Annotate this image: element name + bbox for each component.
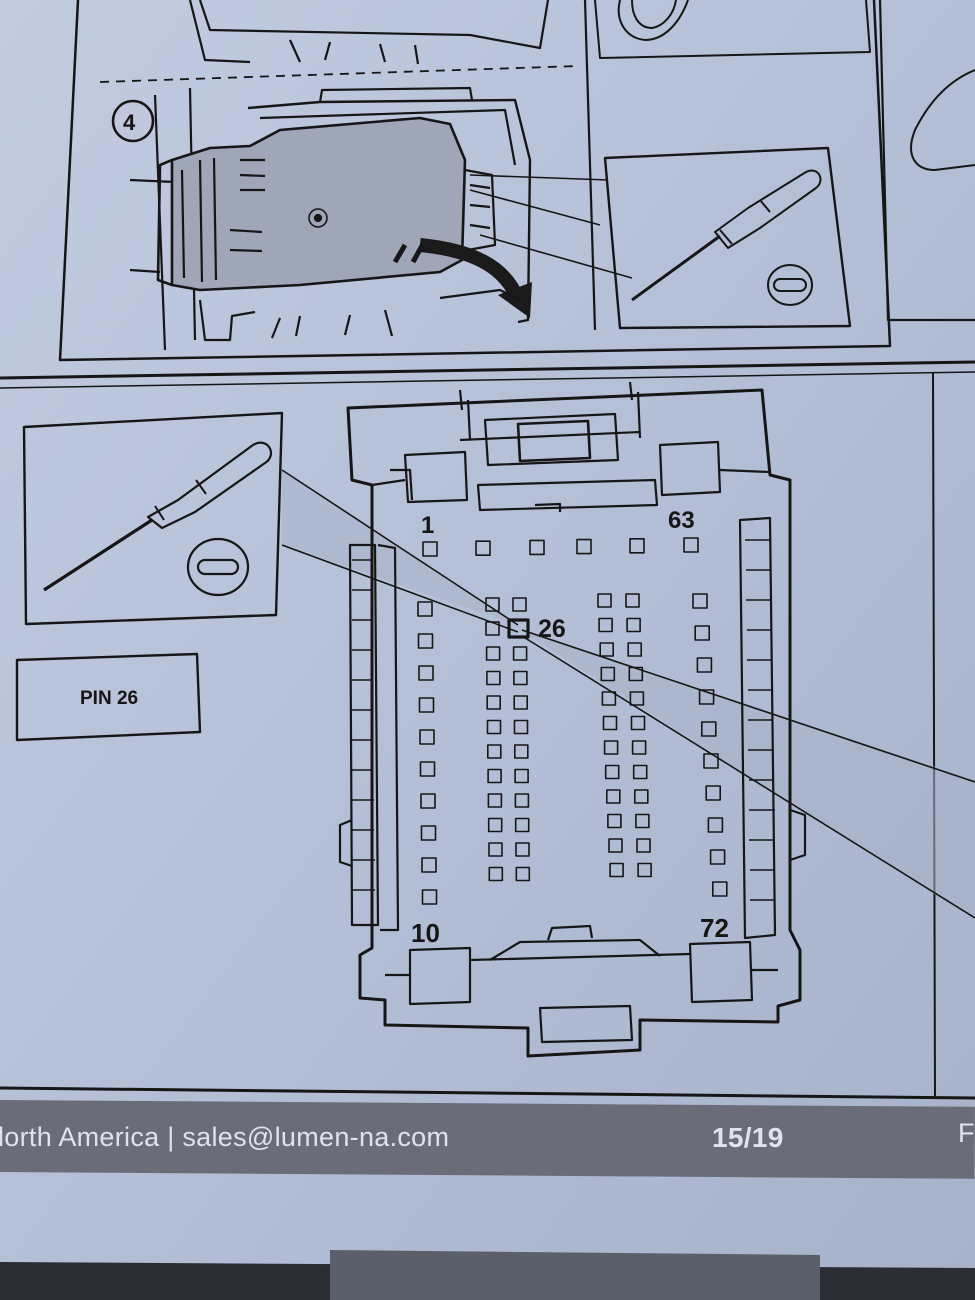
connector-pin-center-left [513, 695, 529, 710]
connector-pin-right [705, 785, 722, 801]
connector-pin-center-right [631, 740, 647, 755]
footer-contact: lorth America | sales@lumen-na.com [0, 1122, 450, 1152]
pin26-label: PIN 26 [80, 688, 138, 709]
pinout-panel [0, 371, 975, 1100]
footer-edge-letter: F [958, 1118, 975, 1148]
connector-pin-center-left [515, 842, 530, 857]
connector-pin-center-left [488, 842, 503, 857]
connector-pin-center-right [605, 789, 621, 804]
connector-pin-center-right [635, 813, 650, 829]
connector-pin-center-right [608, 838, 623, 853]
step-4-panel [58, 0, 975, 362]
connector-pin-top [475, 540, 491, 557]
connector-pin-left [420, 825, 437, 841]
connector-pin-left [420, 793, 436, 809]
connector-pin-center-left [513, 670, 528, 686]
pin-label-72: 72 [700, 913, 729, 943]
connector-pin-center-right [633, 789, 649, 804]
connector-pin-center-right [636, 838, 651, 853]
connector-outline [338, 381, 807, 1058]
step-badge-circle [111, 99, 155, 143]
connector-pin-center-right [627, 642, 643, 657]
pin-label-26: 26 [538, 615, 566, 643]
connector-pin-center-right [637, 862, 652, 878]
connector-pin-right [703, 753, 719, 769]
connector-pin-center-right [625, 593, 640, 608]
connector-pin-left [418, 665, 434, 681]
connector-pin-center-right [603, 740, 619, 755]
pin-label-63: 63 [668, 507, 695, 534]
connector-pin-center-right [609, 862, 624, 878]
connector-pin-center-right [600, 666, 616, 682]
connector-pin-left [421, 889, 438, 905]
connector-pin-center-left [485, 646, 501, 661]
connector-pin-right [707, 817, 724, 833]
pin-label-10: 10 [411, 918, 440, 948]
connector-pin-top [422, 541, 438, 557]
connector-pin-center-left [512, 646, 528, 661]
connector-pin-right [709, 849, 726, 865]
connector-pin-left [419, 729, 435, 745]
connector-pin-right [711, 881, 728, 897]
connector-pin-center-right [597, 593, 612, 608]
connector-pin-center-left [512, 597, 527, 612]
pin-label-1: 1 [421, 512, 434, 539]
step-badge-number: 4 [123, 110, 136, 135]
connector-pin-center-right [602, 715, 618, 731]
screwdriver-callout-box [22, 411, 284, 626]
connector-pin-center-left [513, 744, 529, 759]
connector-pin-center-right [628, 666, 644, 682]
connector-pin-left [418, 697, 435, 713]
connector-pin-center-right [598, 617, 613, 633]
highlighted-pin-square [507, 618, 530, 639]
connector-pin-center-left [515, 866, 531, 882]
connector-pin-top [683, 537, 699, 553]
connector-pin-right [696, 657, 713, 673]
connector-pin-center-left [487, 793, 503, 808]
connector-pin-center-left [513, 719, 529, 735]
connector-pin-center-left [486, 670, 501, 686]
connector-pin-top [576, 538, 592, 555]
connector-pin-center-left [514, 817, 530, 833]
connector-pin-center-right [604, 764, 620, 780]
connector-pin-left [419, 761, 436, 777]
connector-pin-center-left [486, 719, 502, 735]
connector-pin-left [417, 633, 434, 649]
connector-pin-center-right [601, 691, 617, 706]
connector-pin-left [417, 601, 433, 617]
pin-grid [417, 537, 728, 905]
connector-pin-right [698, 689, 715, 705]
connector-pin-center-right [629, 691, 645, 706]
connector-pin-center-left [487, 768, 502, 784]
connector-pin-center-left [485, 621, 500, 636]
connector-pin-center-left [487, 817, 503, 833]
connector-pin-center-right [599, 642, 615, 657]
connector-pin-center-left [514, 768, 529, 784]
connector-pin-center-left [486, 744, 502, 759]
connector-pin-center-left [485, 597, 500, 612]
connector-pin-center-right [626, 617, 641, 633]
pin26-label-box [15, 652, 202, 742]
connector-pin-right [692, 593, 708, 609]
connector-pin-center-right [630, 715, 646, 731]
connector-pin-center-left [514, 793, 530, 808]
connector-pin-right [700, 721, 717, 737]
connector-pin-top [629, 537, 645, 554]
connector-pin-center-left [486, 695, 502, 710]
footer-page-number: 15/19 [712, 1122, 784, 1153]
connector-pin-left [421, 857, 437, 873]
connector-pin-right [694, 625, 711, 641]
connector-pin-center-left [488, 866, 504, 882]
connector-pin-center-right [632, 764, 648, 780]
connector-pin-top [529, 539, 545, 556]
connector-pin-center-right [607, 813, 622, 829]
